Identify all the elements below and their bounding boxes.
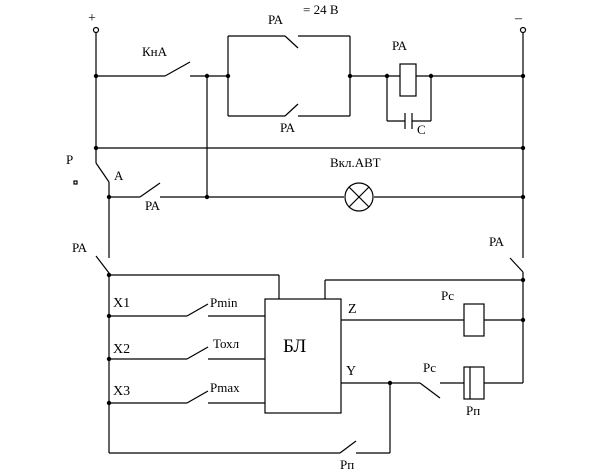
pmax-contact [186,390,209,404]
plus-label: + [88,11,96,26]
minus-label: – [514,11,523,26]
junction [106,356,112,362]
pa-left-label: РА [72,240,88,255]
junction [106,313,112,319]
bl-label: БЛ [283,336,306,357]
toxl-label: Тохл [213,336,240,351]
pp-contact-label: Рп [340,457,354,472]
junction [520,73,526,79]
pa-right-contact [509,257,524,273]
p-label: Р [66,152,73,167]
junction [93,73,99,79]
pa-contact-label: РА [145,198,161,213]
voltage-label: = 24 В [303,2,339,17]
a-label: А [114,168,124,183]
pmin-label: Pmin [210,295,238,310]
lamp-label: Вкл.АВТ [330,155,381,170]
pp-coil-label: Рп [466,403,480,418]
pmin-contact [186,303,209,317]
pa-coil [399,63,417,97]
junction [106,272,112,278]
pa-right-label: РА [489,234,505,249]
pc-top-label: Рс [441,288,454,303]
lamp-icon [344,182,374,212]
y-label: Y [346,364,356,379]
pa-coil-label: РА [392,38,408,53]
junction [520,194,526,200]
pa-left-contact [95,255,110,274]
pmax-label: Pmax [210,380,240,395]
junction [520,145,526,151]
pa-contact [139,182,161,198]
x3-label: Х3 [113,384,130,399]
pa-bottom-label: РА [280,120,296,135]
x2-label: Х2 [113,342,130,357]
pc-contact [419,382,441,399]
plus-terminal [92,26,100,34]
z-label: Z [348,302,357,317]
pp-contact [339,440,357,454]
pc-bottom-label: Рс [423,360,436,375]
pa-top-label: РА [268,12,284,27]
minus-terminal [519,26,527,34]
pa-contact-bottom [284,103,299,117]
toxl-contact [186,346,209,360]
junction [204,194,210,200]
junction [93,145,99,151]
junction [106,194,112,200]
pp-coil [463,366,485,400]
junction [520,277,526,283]
switch-p [95,162,110,183]
capacitor-label: С [417,122,426,137]
switch-p-terminal [73,180,78,185]
pa-contact-top [284,35,299,49]
kna-contact [164,61,191,77]
kna-label: КнА [142,44,168,59]
pc-coil [463,303,485,337]
junction [520,317,526,323]
junction [225,73,231,79]
bl-block [264,298,342,414]
junction [106,400,112,406]
x1-label: Х1 [113,296,130,311]
